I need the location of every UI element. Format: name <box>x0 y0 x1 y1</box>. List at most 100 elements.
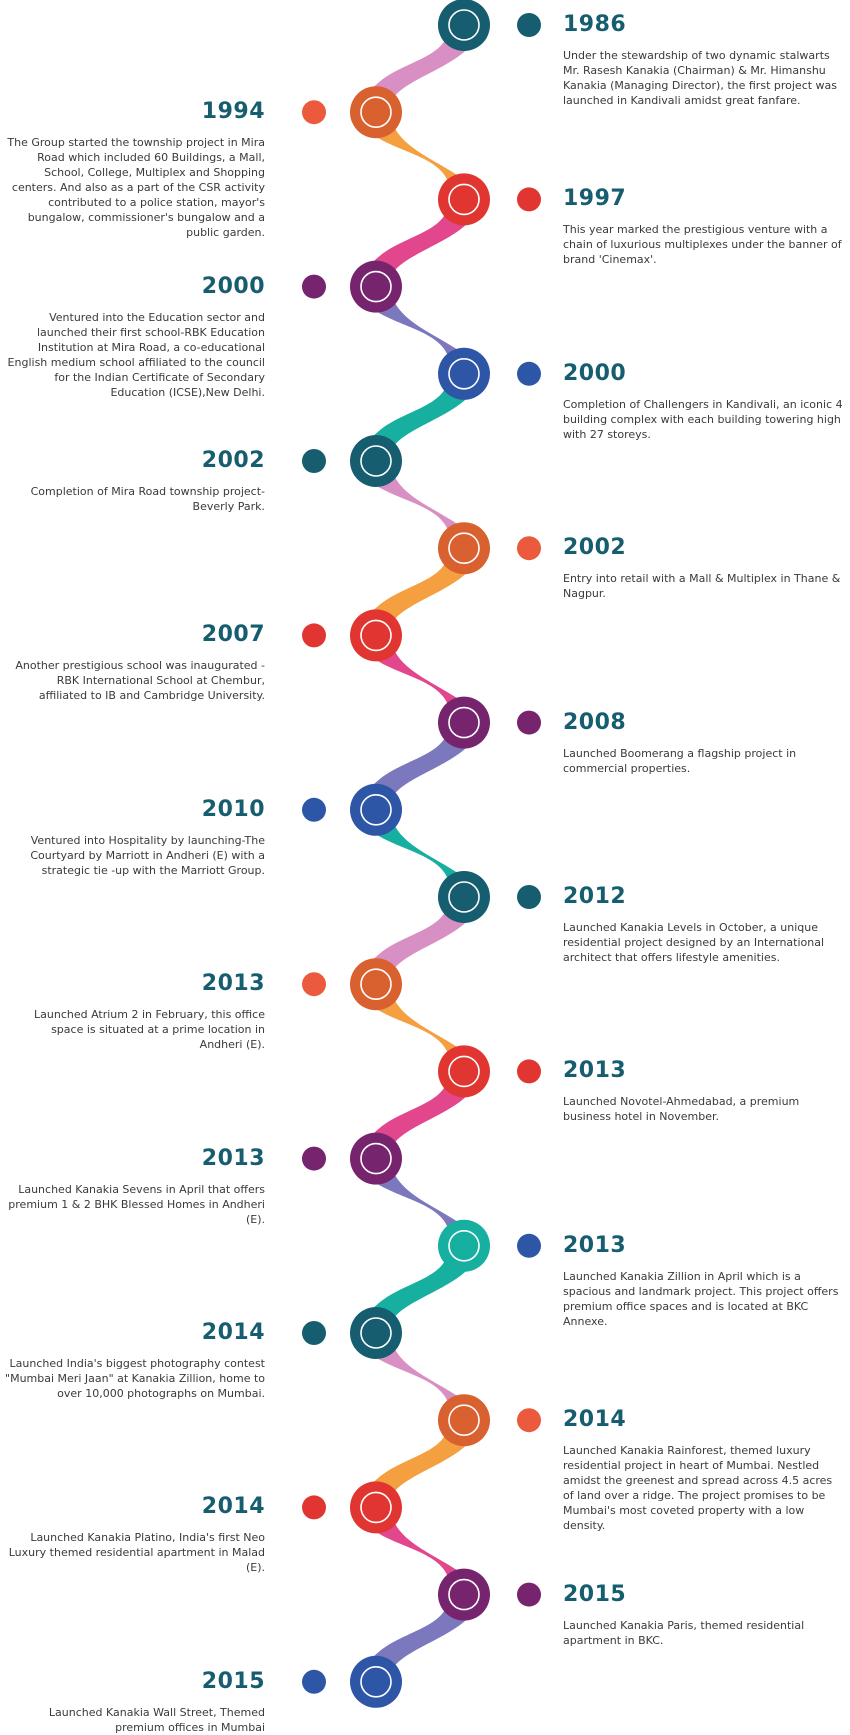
timeline-connector <box>361 548 479 636</box>
timeline-connector <box>361 112 479 200</box>
timeline-node <box>438 522 490 575</box>
timeline-connector <box>361 1507 479 1595</box>
timeline-node-ring <box>360 1666 392 1698</box>
milestone-description: Launched Novotel-Ahmedabad, a premium bu… <box>563 1095 800 1124</box>
milestone-description: Launched Kanakia Zillion in April which … <box>563 1269 839 1328</box>
milestone-year: 2012 <box>563 884 627 909</box>
timeline-node-ring <box>360 1317 392 1349</box>
timeline-node-ring <box>360 270 392 303</box>
milestone-description: Launched India's biggest photography con… <box>5 1357 265 1400</box>
timeline-connector <box>361 1071 479 1159</box>
timeline-node-ring <box>360 445 392 477</box>
milestone-description: Launched Boomerang a flagship project in… <box>563 746 797 775</box>
milestone-year: 2013 <box>201 971 265 997</box>
timeline-node-ring <box>448 9 480 41</box>
milestone-year: 2010 <box>201 796 265 822</box>
milestone-description: Under the stewardship of two dynamic sta… <box>563 49 838 107</box>
timeline-node-ring <box>448 706 480 739</box>
timeline-dot <box>302 972 326 997</box>
milestone-description: Launched Kanakia Sevens in April that of… <box>8 1182 265 1226</box>
milestone-description: Launched Kanakia Wall Street, Themed pre… <box>48 1705 265 1734</box>
timeline-connectors <box>361 25 479 1682</box>
timeline-node <box>350 435 402 487</box>
timeline-connector <box>361 635 479 723</box>
milestone-description: Launched Kanakia Levels in October, a un… <box>563 921 825 964</box>
milestone-year: 2013 <box>563 1232 627 1258</box>
milestone-description: Completion of Mira Road township project… <box>30 485 265 513</box>
timeline-node <box>350 609 402 662</box>
timeline-node <box>350 958 402 1011</box>
timeline-dot <box>517 1408 541 1433</box>
milestone-year: 2002 <box>201 448 265 473</box>
milestone-year: 1994 <box>201 99 265 125</box>
timeline-dot <box>517 536 541 561</box>
milestone-year: 2014 <box>201 1320 265 1345</box>
timeline-node <box>350 1655 402 1708</box>
timeline-node-ring <box>448 1404 480 1436</box>
timeline-connector <box>361 809 479 897</box>
timeline-node <box>438 0 490 51</box>
timeline-connector <box>361 286 479 374</box>
timeline-connector <box>361 1158 479 1246</box>
timeline-node <box>438 871 490 923</box>
timeline-node <box>438 696 490 749</box>
milestone-year: 1986 <box>563 12 627 37</box>
milestone-year: 2007 <box>201 622 265 648</box>
timeline-node <box>438 1394 490 1447</box>
timeline-node <box>350 1307 402 1359</box>
timeline-dot <box>517 13 541 37</box>
milestone-description: Launched Kanakia Platino, India's first … <box>8 1531 265 1575</box>
timeline-connector <box>361 1420 479 1508</box>
timeline-dot <box>517 187 541 212</box>
timeline-node-ring <box>448 532 480 565</box>
timeline-node <box>350 260 402 313</box>
timeline-dot <box>302 623 326 648</box>
timeline-node <box>350 1132 402 1185</box>
timeline-connector <box>361 1594 479 1682</box>
milestone-year: 2015 <box>563 1581 627 1607</box>
milestone-description: Launched Kanakia Rainforest, themed luxu… <box>563 1444 833 1533</box>
timeline-node-ring <box>360 1491 392 1524</box>
timeline-node-ring <box>360 96 392 128</box>
milestone-description: Ventured into Hospitality by launching-T… <box>30 833 265 877</box>
timeline-dot <box>302 100 326 125</box>
timeline-node-ring <box>448 1578 480 1611</box>
milestone-year: 2014 <box>201 1494 265 1520</box>
timeline-node <box>350 783 402 836</box>
timeline-connector <box>361 722 479 810</box>
timeline-dots <box>302 13 541 1694</box>
timeline-connector <box>361 199 479 287</box>
timeline-node-ring <box>360 619 392 652</box>
timeline-node-ring <box>448 183 480 216</box>
milestone-year: 2014 <box>563 1407 627 1433</box>
milestone-description: Launched Atrium 2 in February, this offi… <box>34 1008 265 1052</box>
milestone-year: 2013 <box>563 1058 627 1084</box>
timeline-connector <box>361 461 479 549</box>
timeline-node <box>438 173 490 226</box>
timeline-connector <box>361 1245 479 1333</box>
timeline-node <box>438 1568 490 1621</box>
timeline-node-ring <box>448 357 480 390</box>
timeline-dot <box>302 1495 326 1520</box>
milestone-description: Entry into retail with a Mall & Multiple… <box>563 572 841 601</box>
timeline-node-ring <box>448 1055 480 1088</box>
timeline-node <box>438 1219 490 1272</box>
timeline-node-ring <box>360 968 392 1001</box>
milestone-description: Another prestigious school was inaugurat… <box>15 659 265 703</box>
